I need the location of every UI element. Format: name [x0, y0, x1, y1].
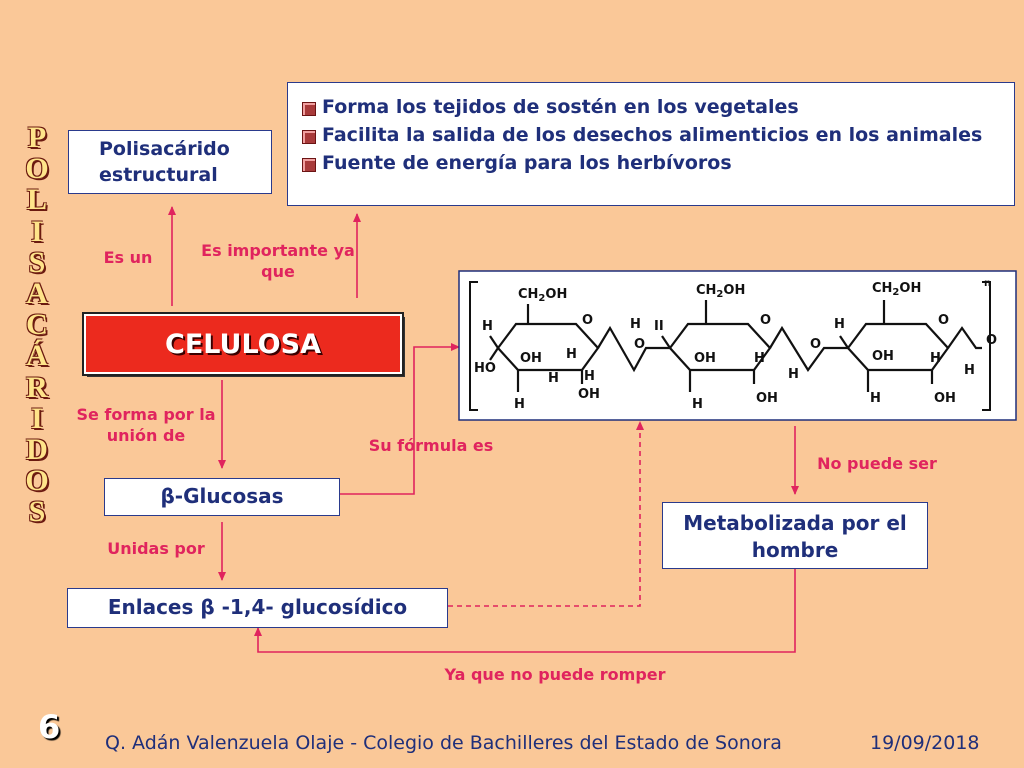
title-letter: A — [26, 277, 48, 311]
oh-1: OH — [520, 351, 542, 366]
h-3c: H — [870, 391, 881, 406]
linkage-1 — [597, 325, 670, 373]
label-ya-que-no: Ya que no puede romper — [444, 665, 666, 684]
footer-author: Q. Adán Valenzuela Olaje - Colegio de Ba… — [105, 732, 782, 754]
bullet-icon — [302, 158, 316, 172]
oh-2: OH — [694, 351, 716, 366]
oh-2b: OH — [756, 391, 778, 406]
slide-number: 6 — [38, 708, 61, 746]
ho-1: HO — [474, 361, 496, 376]
label-unidas-por: Unidas por — [107, 539, 205, 558]
h-2b: H — [692, 397, 703, 412]
link-o-2: O — [810, 337, 821, 352]
h-1e: H — [566, 347, 577, 362]
list-item: Forma los tejidos de sostén en los veget… — [302, 93, 1004, 121]
h-1d: H — [584, 369, 595, 384]
cellulose-formula: CH2OH CH2OH CH2OH n O O O O O O H HO OH … — [458, 270, 1017, 421]
title-letter: Á — [26, 339, 48, 373]
linkage-3 — [947, 326, 982, 350]
oh-3b: OH — [934, 391, 956, 406]
ch2oh-1: CH2OH — [518, 287, 567, 304]
ring-o-1: O — [582, 313, 593, 328]
linkage-2 — [769, 325, 848, 372]
celulosa-node: CELULOSA — [82, 312, 404, 376]
label-es-importante: Es importante ya que — [201, 241, 355, 281]
h-1c: H — [514, 397, 525, 412]
h-1f: H — [630, 317, 641, 332]
link-o-1: O — [634, 337, 645, 352]
h-1b: H — [548, 371, 559, 386]
list-item: Fuente de energía para los herbívoros — [302, 149, 1004, 177]
h-3d: H — [964, 363, 975, 378]
h-3b: H — [930, 351, 941, 366]
title-letter: O — [25, 464, 49, 498]
h-2: H — [754, 351, 765, 366]
title-letter: I — [31, 214, 43, 248]
label-se-forma: Se forma por la unión de — [76, 405, 216, 445]
formula-frame — [458, 270, 1017, 421]
oh-1b: OH — [578, 387, 600, 402]
footer-date: 19/09/2018 — [870, 732, 980, 754]
subscript-n: n — [984, 278, 991, 289]
bracket-left — [469, 281, 478, 411]
ch2oh-2: CH2OH — [696, 283, 745, 300]
metabolizada-box: Metabolizada por el hombre — [662, 502, 928, 569]
title-letter: R — [26, 370, 48, 404]
ii-2: II — [654, 319, 664, 334]
title-letter: D — [26, 433, 48, 467]
label-es-un: Es un — [103, 248, 153, 267]
ch2oh-3: CH2OH — [872, 281, 921, 298]
title-letter: O — [25, 152, 49, 186]
polisacarido-box: Polisacárido estructural — [68, 130, 272, 194]
oh-3: OH — [872, 349, 894, 364]
arrow-ya-que-no — [254, 568, 796, 653]
importance-list: Forma los tejidos de sostén en los veget… — [287, 82, 1015, 206]
ring-o-2: O — [760, 313, 771, 328]
title-letter: P — [27, 121, 47, 154]
arrow-dashed-enlace — [448, 421, 644, 607]
title-letter: I — [31, 401, 43, 435]
bullet-icon — [302, 130, 316, 144]
glucose-rings — [489, 300, 982, 392]
title-letter: S — [28, 245, 46, 279]
glucosas-box: β-Glucosas — [104, 478, 340, 516]
h-3: H — [834, 317, 845, 332]
enlaces-box: Enlaces β -1,4- glucosídico — [67, 588, 448, 628]
title-letter: L — [26, 183, 47, 217]
title-letter: S — [28, 495, 46, 529]
arrow-su-formula — [340, 343, 460, 495]
label-su-formula: Su fórmula es — [368, 436, 494, 455]
bracket-right — [982, 281, 991, 411]
list-item: Facilita la salida de los desechos alime… — [302, 121, 1004, 149]
h-1: H — [482, 319, 493, 334]
label-no-puede-ser: No puede ser — [817, 454, 937, 473]
bullet-icon — [302, 102, 316, 116]
ring-o-3: O — [938, 313, 949, 328]
title-letter: C — [26, 308, 48, 342]
h-2c: H — [788, 367, 799, 382]
link-o-3: O — [986, 333, 997, 348]
